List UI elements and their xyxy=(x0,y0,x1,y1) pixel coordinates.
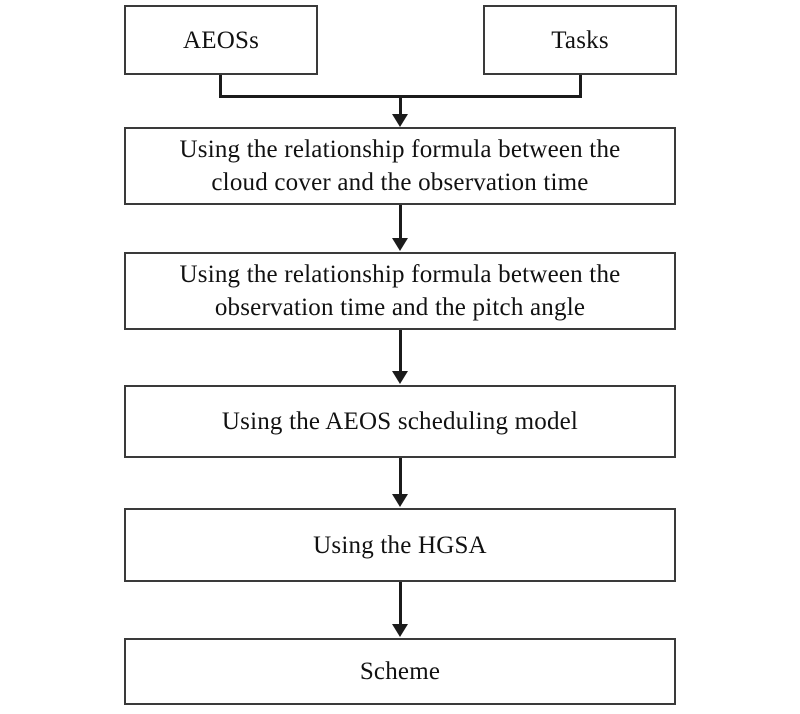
arrow-line-step-3-to-step-4 xyxy=(399,458,402,496)
merge-stub-right xyxy=(579,75,582,98)
merge-stub-left xyxy=(219,75,222,98)
node-step-3[interactable]: Using the AEOS scheduling model xyxy=(124,385,676,458)
node-tasks-label: Tasks xyxy=(551,26,609,54)
node-step-4[interactable]: Using the HGSA xyxy=(124,508,676,582)
merge-arrowhead-icon xyxy=(392,114,408,127)
node-step-1[interactable]: Using the relationship formula between t… xyxy=(124,127,676,205)
arrow-line-step-2-to-step-3 xyxy=(399,330,402,372)
node-step-4-label: Using the HGSA xyxy=(313,531,487,559)
arrowhead-icon-step-3-to-step-4 xyxy=(392,494,408,507)
node-aeoss[interactable]: AEOSs xyxy=(124,5,318,75)
node-result-label: Scheme xyxy=(359,658,441,685)
node-step-1-label: Using the relationship formula between t… xyxy=(179,136,621,196)
arrowhead-icon-step-1-to-step-2 xyxy=(392,238,408,251)
merge-drop-line xyxy=(399,95,402,116)
arrowhead-icon-step-4-to-result xyxy=(392,624,408,637)
node-result[interactable]: Scheme xyxy=(124,638,676,705)
arrow-line-step-4-to-result xyxy=(399,582,402,626)
arrow-line-step-1-to-step-2 xyxy=(399,205,402,239)
arrowhead-icon-step-2-to-step-3 xyxy=(392,371,408,384)
node-step-2[interactable]: Using the relationship formula between t… xyxy=(124,252,676,330)
node-step-2-label: Using the relationship formula between t… xyxy=(179,261,621,321)
node-aeoss-label: AEOSs xyxy=(182,26,259,54)
node-tasks[interactable]: Tasks xyxy=(483,5,677,75)
node-step-3-label: Using the AEOS scheduling model xyxy=(221,408,579,435)
